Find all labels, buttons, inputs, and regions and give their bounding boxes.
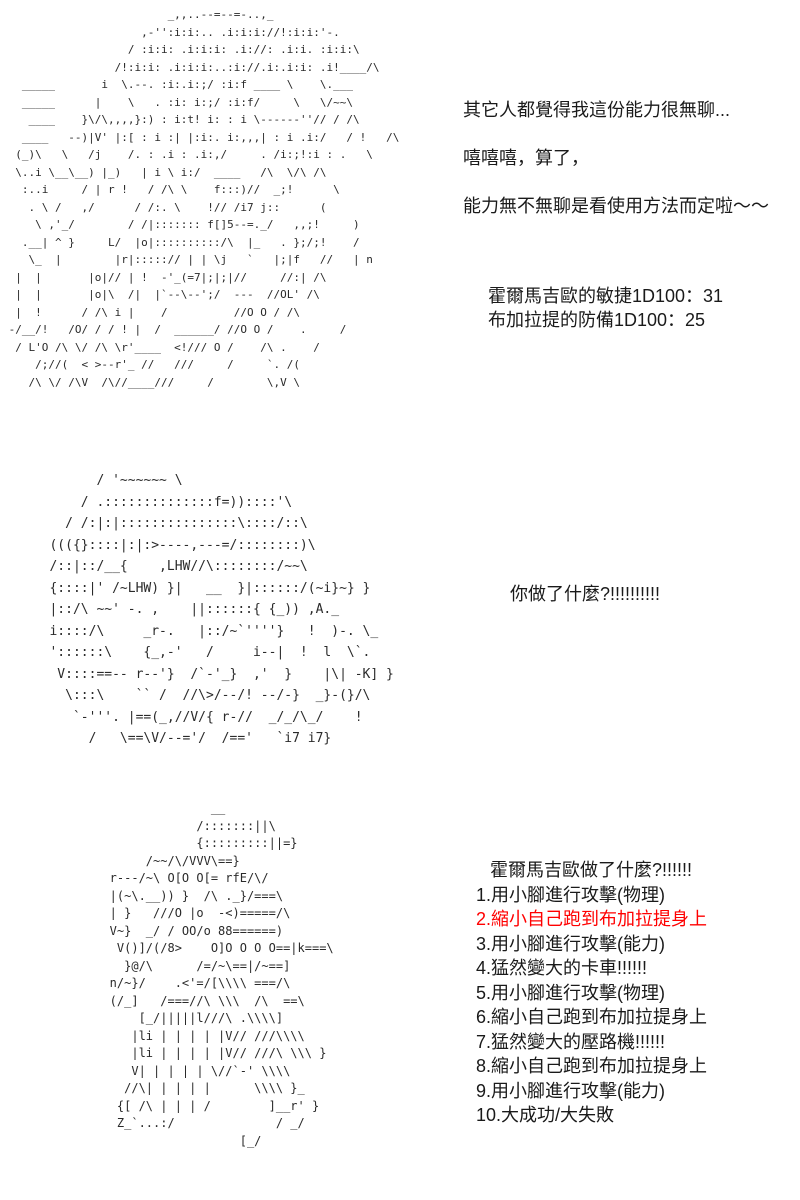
action-roll-item: 6.縮小自己跑到布加拉提身上: [476, 1007, 708, 1027]
action-roll-item: 7.猛然變大的壓路機!!!!!!: [476, 1031, 666, 1052]
action-roll-list: 霍爾馬吉歐做了什麼?!!!!!! 1.用小腳進行攻擊(物理) 2.縮小自己跑到布…: [476, 858, 707, 1128]
action-roll-item: 3.用小腳進行攻擊(能力): [476, 933, 665, 954]
speech-line: 能力無不無聊是看使用方法而定啦～～: [463, 196, 769, 216]
dice-roll-line: 霍爾馬吉歐的敏捷1D100：31: [488, 286, 724, 306]
action-roll-item: 10.大成功/大失敗: [476, 1105, 615, 1125]
action-roll-item: 8.縮小自己跑到布加拉提身上: [476, 1056, 708, 1076]
action-roll-item: 4.猛然變大的卡車!!!!!!: [476, 958, 648, 978]
speech-line: 其它人都覺得我這份能力很無聊...: [463, 100, 731, 120]
action-roll-item-highlighted: 2.縮小自己跑到布加拉提身上: [476, 909, 708, 929]
action-roll-item: 1.用小腳進行攻擊(物理): [476, 884, 665, 905]
dice-roll-results: 霍爾馬吉歐的敏捷1D100：31 布加拉提的防備1D100：25: [488, 284, 723, 332]
action-roll-list-title: 霍爾馬吉歐做了什麼?!!!!!!: [490, 860, 693, 880]
action-roll-item: 9.用小腳進行攻擊(能力): [476, 1080, 665, 1101]
ascii-art-figure-middle: / '~~~~~~ \ / .::::::::::::::f=))::::'\ …: [49, 473, 394, 746]
ascii-art-figure-top: _,,..--=--=-..,_ ,-'':i:i:.. .i:i:i://!:…: [8, 8, 400, 389]
dice-roll-line: 布加拉提的防備1D100：25: [488, 310, 706, 330]
ascii-art-figure-bottom: __ /:::::::||\ {:::::::::||=} /~~/\/VVV\…: [109, 801, 334, 1148]
action-roll-item: 5.用小腳進行攻擊(物理): [476, 982, 665, 1003]
reaction-text: 你做了什麼?!!!!!!!!!!: [510, 584, 661, 604]
speech-text-block: 其它人都覺得我這份能力很無聊... 嘻嘻嘻，算了， 能力無不無聊是看使用方法而定…: [463, 86, 769, 230]
speech-line: 嘻嘻嘻，算了，: [463, 148, 589, 168]
